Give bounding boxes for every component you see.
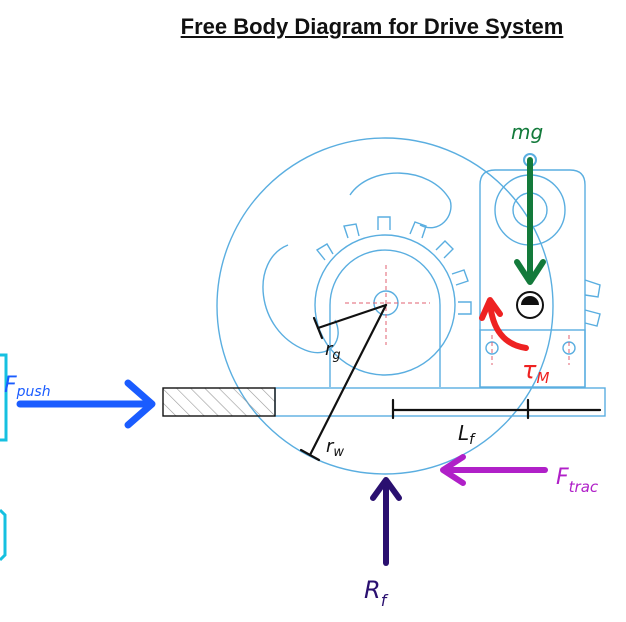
r-f-arrow bbox=[370, 477, 402, 566]
tau-m-arrow bbox=[479, 297, 529, 351]
pinion-teeth bbox=[584, 279, 601, 327]
center-marks bbox=[345, 265, 570, 365]
f-trac-arrow bbox=[440, 454, 548, 486]
left-edge-mark-top bbox=[0, 353, 8, 442]
mechanism-drawing bbox=[216, 137, 606, 475]
push-block bbox=[162, 387, 276, 417]
lf-label: Lf bbox=[458, 421, 476, 448]
gear-housing bbox=[329, 249, 441, 387]
wheel-upper-slot bbox=[349, 172, 452, 229]
f-push-arrow bbox=[16, 379, 156, 429]
dimension-lines bbox=[299, 303, 602, 462]
rg-label: rg bbox=[325, 339, 341, 363]
diagram-title: Free Body Diagram for Drive System bbox=[180, 14, 564, 39]
r-f-label: Rf bbox=[364, 576, 389, 610]
mg-arrow bbox=[514, 157, 546, 285]
drive-wheel bbox=[216, 137, 554, 475]
tau-m-label: τM bbox=[522, 356, 549, 387]
motor-plate bbox=[479, 329, 586, 388]
rg-radius-line bbox=[316, 303, 388, 330]
f-push-label: Fpush bbox=[4, 373, 51, 400]
drive-gear-body bbox=[314, 234, 456, 376]
base-plate bbox=[274, 387, 606, 417]
left-edge-mark-bottom bbox=[0, 508, 7, 562]
rw-radius-line bbox=[308, 303, 388, 457]
mg-label: mg bbox=[511, 120, 543, 144]
motor-shaft bbox=[516, 291, 544, 319]
rw-label: rw bbox=[326, 436, 344, 460]
f-trac-label: Ftrac bbox=[556, 465, 599, 496]
wheel-inner-slot bbox=[262, 244, 339, 354]
drive-gear-teeth bbox=[315, 216, 472, 315]
